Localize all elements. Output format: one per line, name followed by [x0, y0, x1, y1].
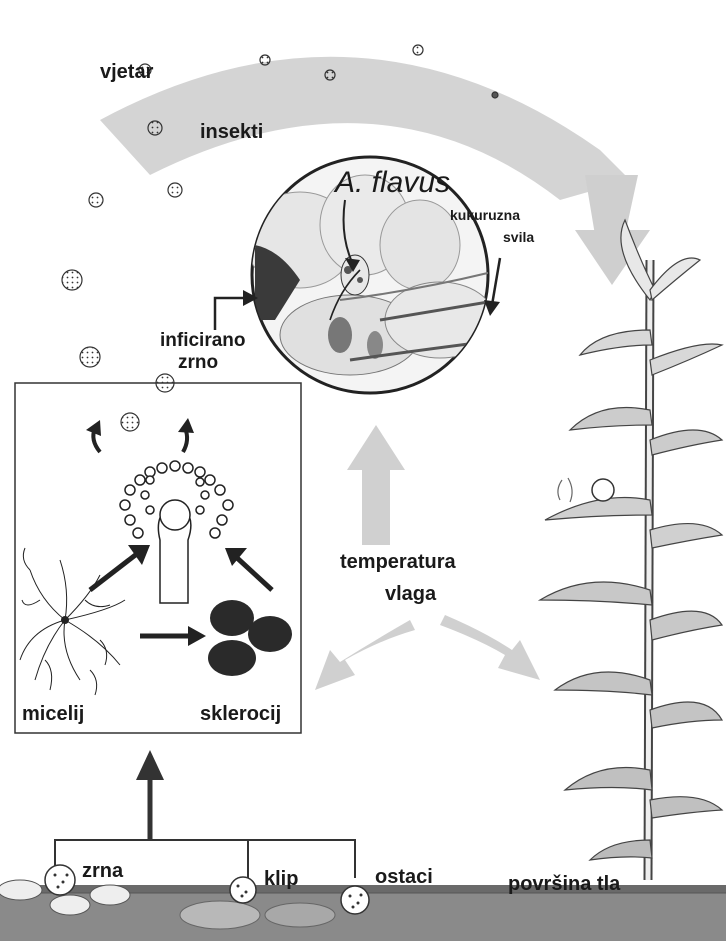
spore [492, 92, 498, 98]
label-humidity: vlaga [385, 583, 437, 605]
label-mycelium: micelij [22, 703, 84, 725]
spore [89, 193, 103, 207]
infected-kernel-pointer [215, 290, 258, 330]
label-infected-line2: zrno [178, 352, 218, 373]
label-silk-line2: svila [503, 229, 534, 245]
lifecycle-box [15, 383, 301, 733]
spore [148, 121, 162, 135]
label-residues: ostaci [375, 866, 433, 888]
overwinter-arrow [55, 750, 355, 878]
spore [413, 45, 423, 55]
corn-silk [558, 478, 572, 502]
spore [325, 70, 335, 80]
spore [80, 347, 100, 367]
label-temperature: temperatura [340, 551, 456, 573]
spore-release-arrows [93, 428, 187, 452]
label-wind: vjetar [100, 61, 154, 83]
spore [260, 55, 270, 65]
label-infected-line1: inficirano [160, 330, 246, 351]
label-insects: insekti [200, 121, 263, 143]
spore [168, 183, 182, 197]
label-grains: zrna [82, 860, 124, 882]
conidiophore [120, 461, 233, 603]
spore [62, 270, 82, 290]
label-soil-surface: površina tla [508, 873, 621, 895]
sclerotia [208, 600, 292, 676]
mycelium [20, 548, 125, 695]
spore [121, 413, 139, 431]
label-sclerotium: sklerocij [200, 703, 281, 725]
label-organism: A. flavus [333, 166, 450, 199]
label-cob: klip [264, 868, 298, 890]
corn-plant [540, 220, 722, 880]
corn-ear [592, 479, 614, 501]
mycelium-center [61, 616, 69, 624]
label-silk-line1: kukuruzna [450, 207, 520, 223]
